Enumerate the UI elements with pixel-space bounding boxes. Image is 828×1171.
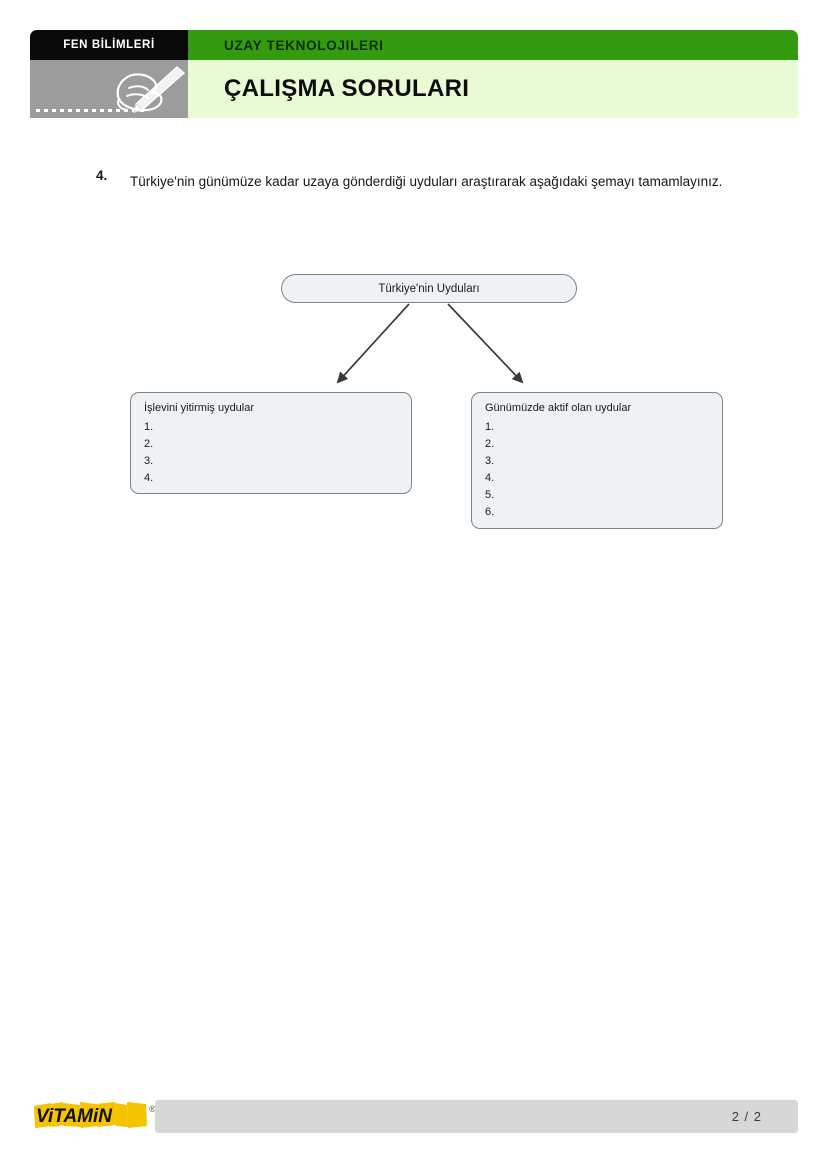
- footer-bar: 2 / 2: [155, 1100, 798, 1133]
- branch-right-heading: Günümüzde aktif olan uydular: [485, 402, 632, 414]
- page-indicator: 2 / 2: [731, 1109, 762, 1124]
- branch-left-item-1: 1.: [144, 421, 154, 433]
- branch-right-item-1: 1.: [485, 421, 495, 433]
- topic-bar: UZAY TEKNOLOJILERI: [188, 30, 798, 60]
- branch-right-item-2: 2.: [485, 438, 495, 450]
- branch-right-item-6: 6.: [485, 506, 495, 518]
- hand-writing-pencil-icon: [36, 66, 186, 113]
- topic-label: UZAY TEKNOLOJILERI: [224, 37, 384, 53]
- page-footer: ViTAMiN ® 2 / 2: [30, 1098, 798, 1136]
- svg-text:®: ®: [149, 1104, 156, 1114]
- branch-left-item-2: 2.: [144, 438, 154, 450]
- question-number: 4.: [96, 168, 108, 183]
- title-panel: ÇALIŞMA SORULARI: [188, 60, 798, 118]
- question-block: 4. Türkiye'nin günümüze kadar uzaya gönd…: [96, 168, 736, 195]
- arrow-to-left-branch: [336, 303, 410, 384]
- diagram-root-label: Türkiye'nin Uyduları: [378, 282, 480, 295]
- branch-right-item-3: 3.: [485, 455, 495, 467]
- arrow-to-right-branch: [447, 303, 524, 384]
- question-text: Türkiye'nin günümüze kadar uzaya gönderd…: [130, 174, 723, 189]
- page-header: FEN BİLİMLERİ UZAY TEKNOLOJILERI: [30, 30, 798, 118]
- diagram-root-node: Türkiye'nin Uyduları: [281, 274, 577, 303]
- branch-left-item-3: 3.: [144, 455, 154, 467]
- branch-left-item-4: 4.: [144, 472, 154, 484]
- pencil-panel: [30, 60, 188, 118]
- diagram-branch-left: İşlevini yitirmiş uydular 1. 2. 3. 4.: [130, 392, 412, 494]
- header-bottom-row: ÇALIŞMA SORULARI: [30, 60, 798, 118]
- page-title: ÇALIŞMA SORULARI: [224, 75, 470, 102]
- header-top-row: FEN BİLİMLERİ UZAY TEKNOLOJILERI: [30, 30, 798, 60]
- branch-right-item-5: 5.: [485, 489, 495, 501]
- subject-tab: FEN BİLİMLERİ: [30, 30, 188, 60]
- branch-left-heading: İşlevini yitirmiş uydular: [144, 402, 255, 414]
- diagram-branch-right: Günümüzde aktif olan uydular 1. 2. 3. 4.…: [471, 392, 723, 529]
- branch-right-item-4: 4.: [485, 472, 495, 484]
- vitamin-logo: ViTAMiN ®: [30, 1098, 160, 1136]
- vitamin-logo-text: ViTAMiN: [36, 1106, 113, 1127]
